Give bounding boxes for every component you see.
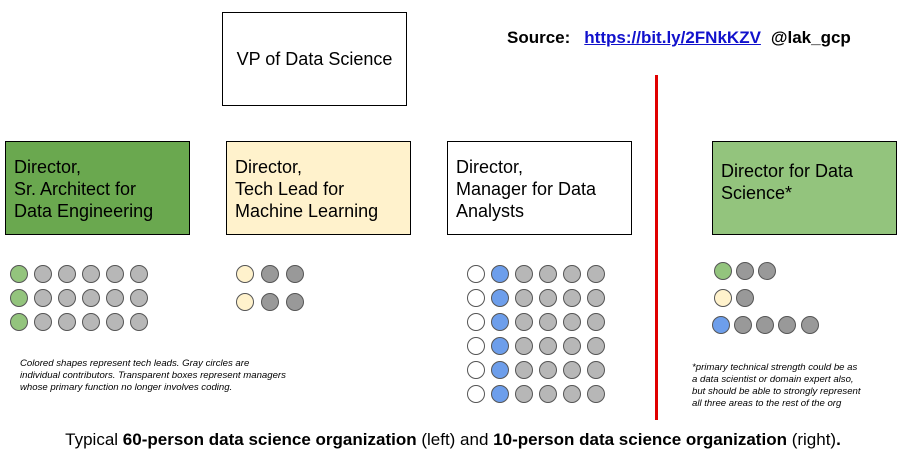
- contributor-circle: [106, 289, 124, 307]
- source-handle: @lak_gcp: [770, 28, 851, 47]
- contributor-circle: [106, 265, 124, 283]
- vp-data-science-box: VP of Data Science: [222, 12, 407, 106]
- contributor-circle: [587, 385, 605, 403]
- contributor-circle: [563, 337, 581, 355]
- tech-lead-circle: [491, 313, 509, 331]
- contributor-circle: [286, 293, 304, 311]
- contributor-circle: [539, 265, 557, 283]
- contributor-circle: [736, 289, 754, 307]
- director-data-science-box: Director for Data Science*: [712, 141, 897, 235]
- tech-lead-circle: [10, 265, 28, 283]
- director-data-analysts-box: Director, Manager for Data Analysts: [447, 141, 632, 235]
- tech-lead-circle: [491, 265, 509, 283]
- contributor-circle: [563, 361, 581, 379]
- source-line: Source: https://bit.ly/2FNkKZV @lak_gcp: [507, 28, 851, 48]
- contributor-circle: [130, 289, 148, 307]
- contributor-circle: [587, 289, 605, 307]
- contributor-circle: [34, 289, 52, 307]
- contributor-circle: [587, 313, 605, 331]
- director-data-analysts-label: Director, Manager for Data Analysts: [456, 157, 597, 221]
- caption-part3: (right): [786, 430, 837, 449]
- contributor-circle: [34, 265, 52, 283]
- caption-bold2: 10-person data science organization: [493, 430, 787, 449]
- contributor-circle: [539, 313, 557, 331]
- contributor-circle: [261, 265, 279, 283]
- caption-part1: Typical: [65, 430, 123, 449]
- director-data-science-label: Director for Data Science*: [721, 161, 854, 203]
- contributor-circle: [801, 316, 819, 334]
- tech-lead-circle: [491, 385, 509, 403]
- contributor-circle: [563, 289, 581, 307]
- contributor-circle: [587, 265, 605, 283]
- contributor-circle: [563, 313, 581, 331]
- contributor-circle: [286, 265, 304, 283]
- contributor-circle: [587, 361, 605, 379]
- tech-lead-circle: [491, 289, 509, 307]
- contributor-circle: [734, 316, 752, 334]
- contributor-circle: [515, 385, 533, 403]
- divider-line: [655, 75, 658, 420]
- contributor-circle: [587, 337, 605, 355]
- tech-lead-circle: [236, 293, 254, 311]
- contributor-circle: [82, 265, 100, 283]
- contributor-circle: [515, 361, 533, 379]
- contributor-circle: [539, 337, 557, 355]
- source-link[interactable]: https://bit.ly/2FNkKZV: [584, 28, 761, 47]
- caption: Typical 60-person data science organizat…: [0, 430, 906, 450]
- tech-lead-circle: [236, 265, 254, 283]
- tech-lead-circle: [714, 262, 732, 280]
- contributor-circle: [515, 289, 533, 307]
- director-machine-learning-label: Director, Tech Lead for Machine Learning: [235, 157, 379, 221]
- manager-circle: [467, 289, 485, 307]
- caption-part2: (left) and: [416, 430, 494, 449]
- contributor-circle: [34, 313, 52, 331]
- contributor-circle: [515, 265, 533, 283]
- contributor-circle: [261, 293, 279, 311]
- caption-end: .: [836, 430, 841, 449]
- tech-lead-circle: [491, 361, 509, 379]
- contributor-circle: [82, 289, 100, 307]
- contributor-circle: [736, 262, 754, 280]
- contributor-circle: [58, 313, 76, 331]
- tech-lead-circle: [10, 289, 28, 307]
- director-machine-learning-box: Director, Tech Lead for Machine Learning: [226, 141, 411, 235]
- tech-lead-circle: [10, 313, 28, 331]
- contributor-circle: [539, 385, 557, 403]
- manager-circle: [467, 361, 485, 379]
- tech-lead-circle: [714, 289, 732, 307]
- tech-lead-circle: [712, 316, 730, 334]
- contributor-circle: [58, 265, 76, 283]
- contributor-circle: [82, 313, 100, 331]
- director-data-engineering-label: Director, Sr. Architect for Data Enginee…: [14, 157, 154, 221]
- manager-circle: [467, 385, 485, 403]
- source-label: Source:: [507, 28, 571, 47]
- footnote: *primary technical strength could be as …: [692, 362, 861, 409]
- contributor-circle: [758, 262, 776, 280]
- contributor-circle: [130, 265, 148, 283]
- contributor-circle: [563, 265, 581, 283]
- contributor-circle: [515, 337, 533, 355]
- director-data-engineering-box: Director, Sr. Architect for Data Enginee…: [5, 141, 190, 235]
- caption-bold1: 60-person data science organization: [122, 430, 417, 449]
- contributor-circle: [58, 289, 76, 307]
- tech-lead-circle: [491, 337, 509, 355]
- contributor-circle: [130, 313, 148, 331]
- legend-note: Colored shapes represent tech leads. Gra…: [20, 358, 286, 393]
- contributor-circle: [539, 361, 557, 379]
- contributor-circle: [515, 313, 533, 331]
- contributor-circle: [778, 316, 796, 334]
- contributor-circle: [563, 385, 581, 403]
- contributor-circle: [539, 289, 557, 307]
- manager-circle: [467, 265, 485, 283]
- vp-label: VP of Data Science: [236, 49, 393, 69]
- contributor-circle: [756, 316, 774, 334]
- manager-circle: [467, 337, 485, 355]
- contributor-circle: [106, 313, 124, 331]
- manager-circle: [467, 313, 485, 331]
